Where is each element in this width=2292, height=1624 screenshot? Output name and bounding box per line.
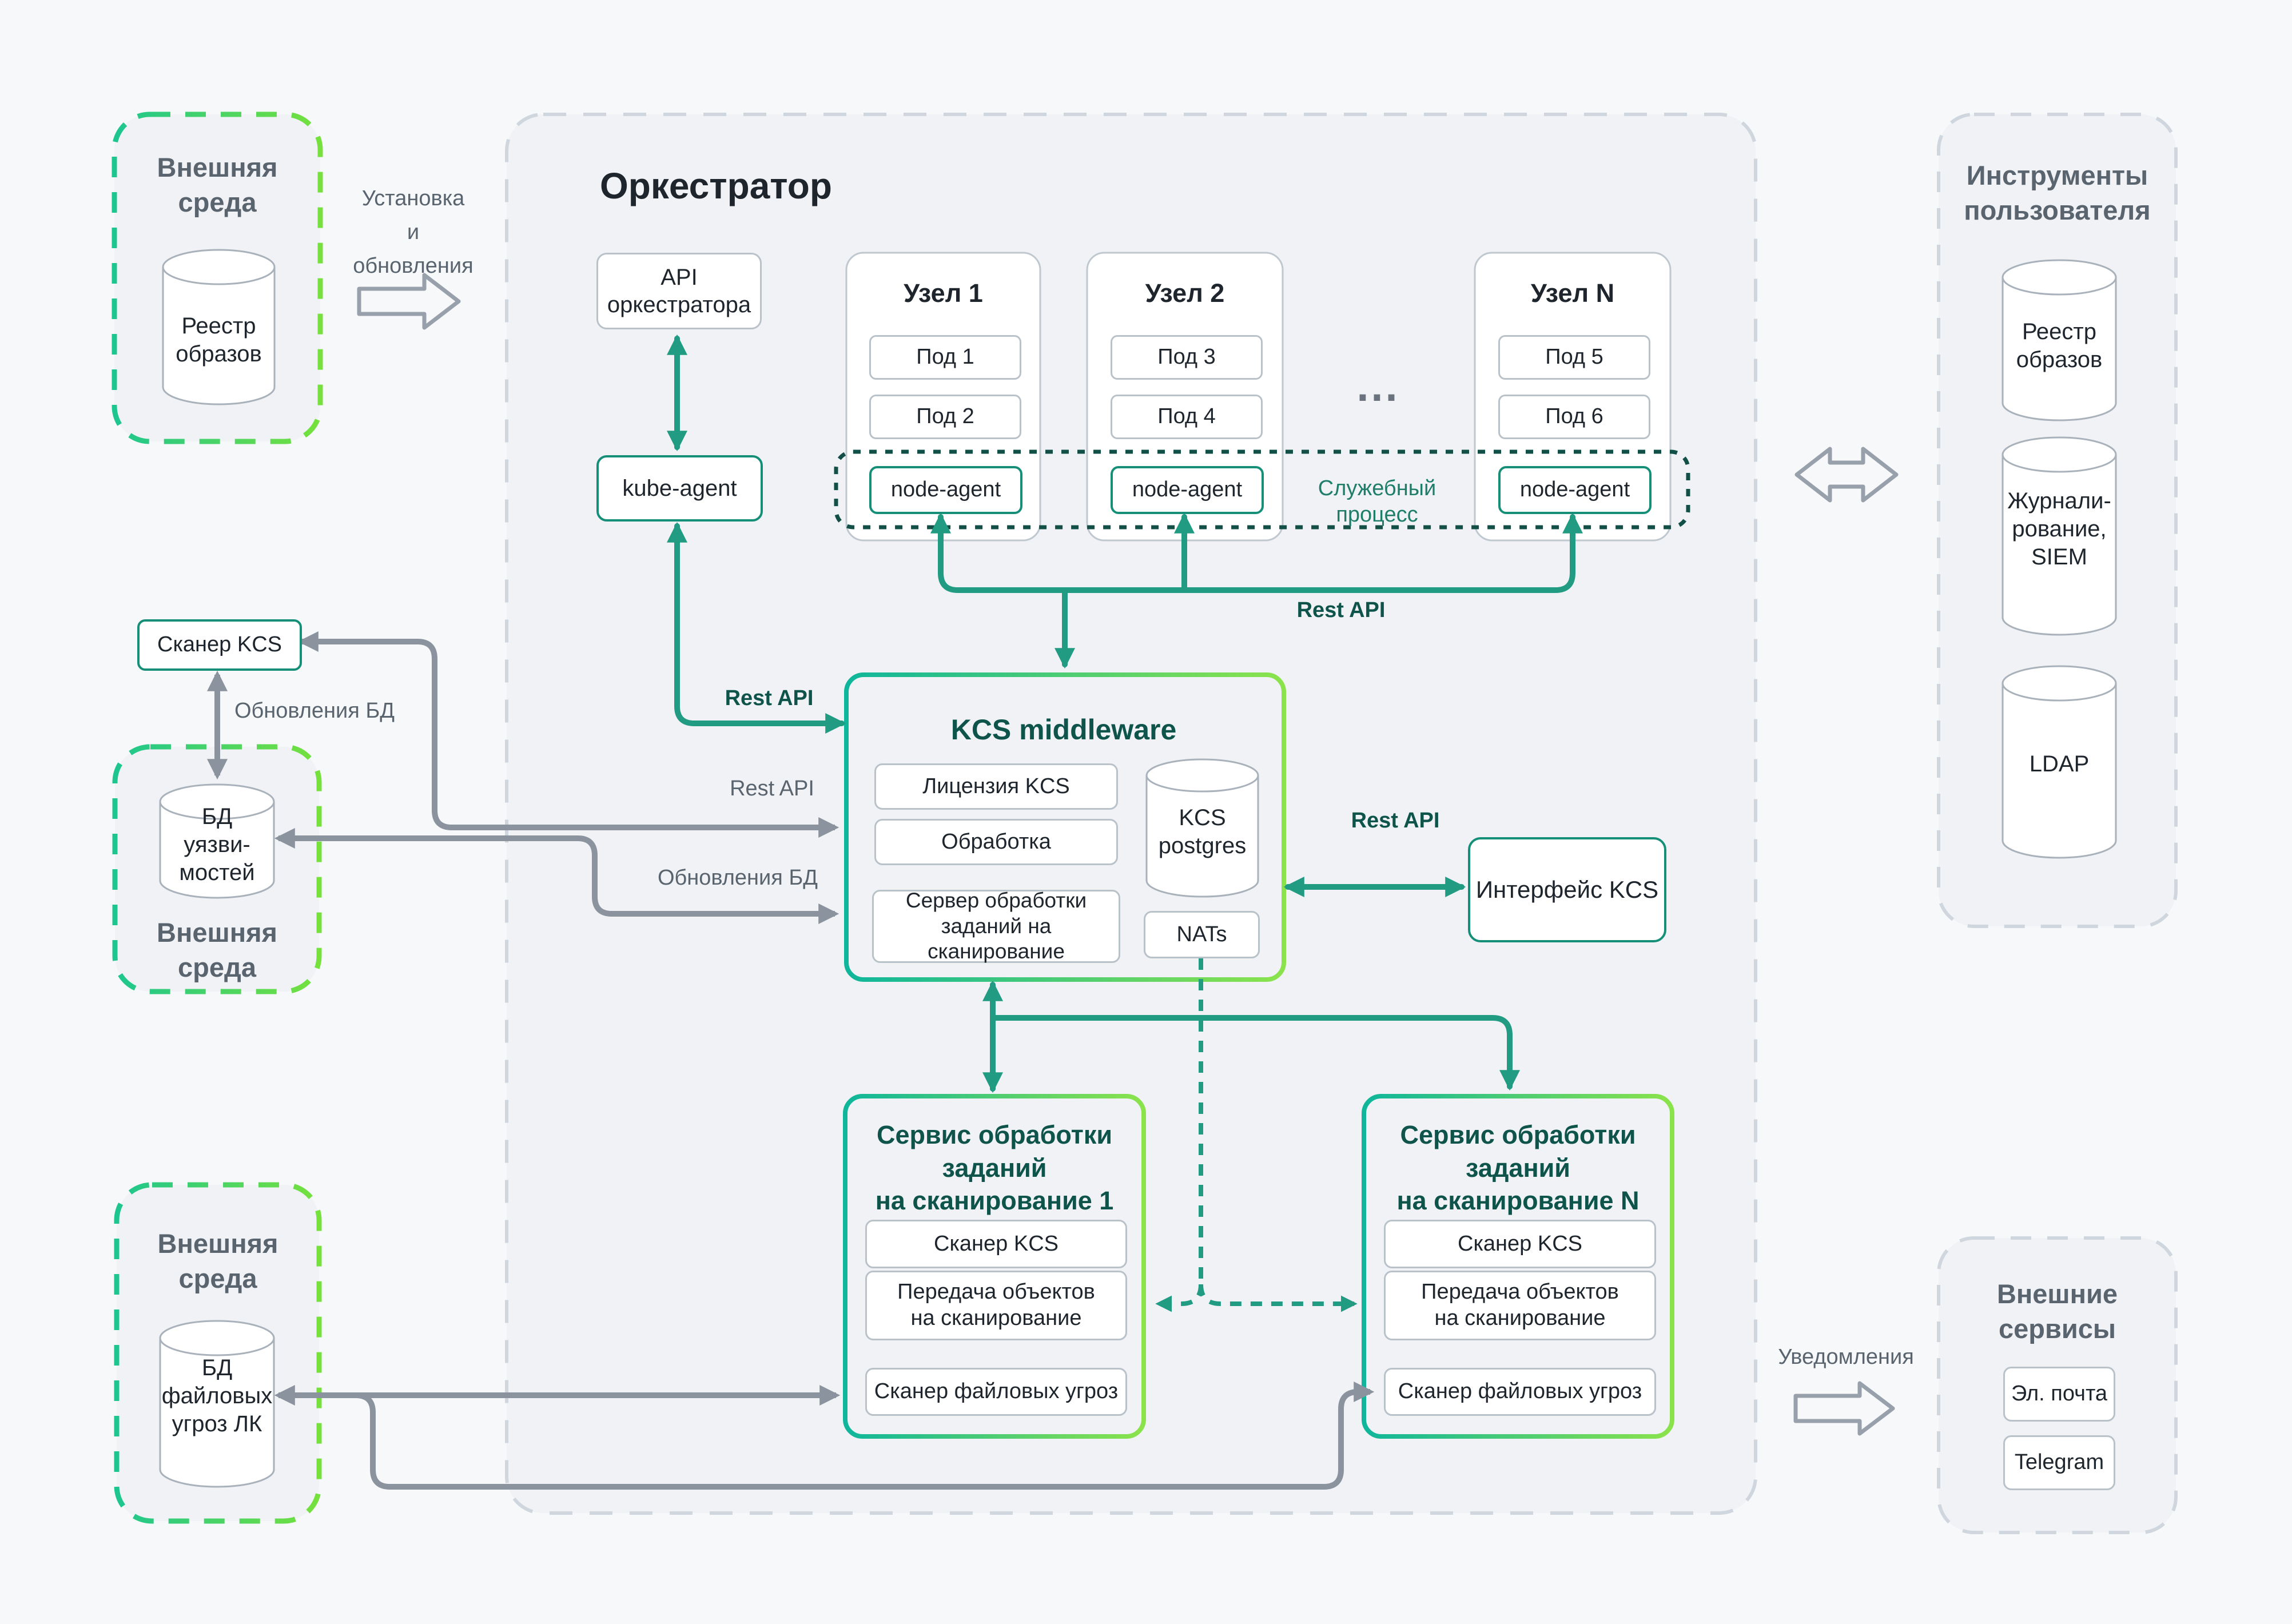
db-updates-scanner-label: Обновления БД [234, 699, 395, 723]
external-services-title: Внешние сервисы [1996, 1279, 2118, 1344]
pod-box: Под 1 [869, 335, 1021, 380]
siem-label: Журнали- рование, SIEM [2007, 488, 2111, 570]
arrow-middleware-service-n [990, 1015, 1520, 1091]
external-env-top-title: Внешняя среда [157, 152, 278, 218]
install-arrow-label: Установка и обновления [353, 186, 473, 278]
scan-service-1-title: Сервис обработки заданий на сканирование… [875, 1120, 1114, 1216]
middleware-license-box: Лицензия KCS [874, 763, 1118, 810]
service-process-label: Служебный процесс [1318, 476, 1437, 527]
user-tools-title: Инструменты пользователя [1964, 160, 2151, 226]
nodes-ellipsis: ... [1356, 362, 1400, 411]
node-agent-box: node-agent [1111, 466, 1264, 514]
install-block-arrow [357, 273, 461, 330]
db-updates-middleware-label: Обновления БД [657, 866, 818, 890]
pod-box: Под 6 [1498, 395, 1650, 439]
email-box: Эл. почта [2003, 1367, 2115, 1422]
nats-box: NATs [1144, 911, 1260, 958]
rest-api-scanner-label: Rest API [730, 777, 814, 801]
telegram-box: Telegram [2003, 1435, 2115, 1490]
scan-service-n-scanner-box: Сканер KCS [1384, 1220, 1656, 1268]
registry-images-cylinder-right [2001, 259, 2117, 421]
rest-api-kube-label: Rest API [725, 686, 814, 710]
scan-service-1-file-scanner-box: Сканер файловых угроз [865, 1368, 1127, 1416]
node-agent-box: node-agent [869, 466, 1022, 514]
scan-service-n-transfer-box: Передача объектов на сканирование [1384, 1271, 1656, 1340]
rest-api-nodes-label: Rest API [1296, 598, 1386, 622]
dashed-nats-service-n [1199, 1284, 1358, 1312]
scan-service-n-file-scanner-box: Сканер файловых угроз [1384, 1368, 1656, 1416]
orchestrator-tools-double-arrow [1794, 447, 1899, 503]
kcs-scanner-box: Сканер KCS [137, 619, 302, 671]
node-1-title: Узел 1 [904, 278, 983, 308]
middleware-title: KCS middleware [950, 714, 1177, 746]
service-process-frame [834, 449, 1690, 530]
kcs-postgres-label: KCS postgres [1158, 805, 1247, 858]
middleware-scan-server-box: Сервер обработки заданий на сканирование [872, 889, 1120, 963]
pod-box: Под 5 [1498, 335, 1650, 380]
pod-box: Под 3 [1111, 335, 1263, 380]
middleware-processing-box: Обработка [874, 819, 1118, 865]
node-n-title: Узел N [1530, 278, 1615, 308]
file-threats-db-cylinder [159, 1320, 275, 1488]
scan-service-n-title: Сервис обработки заданий на сканирование… [1396, 1120, 1640, 1216]
vulnerability-db-label: БД уязви- мостей [179, 804, 255, 885]
kcs-interface-box: Интерфейс KCS [1468, 837, 1666, 942]
scan-service-1-transfer-box: Передача объектов на сканирование [865, 1271, 1127, 1340]
notifications-block-arrow [1793, 1381, 1895, 1436]
arrow-filedb-service-n [355, 1382, 1375, 1490]
arrow-vulndb-middleware [274, 828, 839, 924]
arrow-node-agents-trunk [930, 512, 1583, 593]
orchestrator-title: Оркестратор [600, 165, 832, 206]
external-env-bottom-title: Внешняя среда [157, 1228, 278, 1294]
notifications-label: Уведомления [1778, 1345, 1914, 1369]
arrow-scanner-middleware [297, 631, 839, 838]
vulnerability-db-cylinder [159, 783, 275, 899]
kcs-postgres-cylinder [1145, 758, 1259, 898]
siem-cylinder [2001, 436, 2117, 636]
node-agent-box: node-agent [1498, 466, 1652, 514]
registry-images-cylinder-left [162, 249, 276, 405]
node-2-title: Узел 2 [1145, 278, 1225, 308]
registry-images-right-label: Реестр образов [2016, 319, 2103, 372]
external-env-middle-title: Внешняя среда [157, 917, 277, 983]
registry-images-left-label: Реестр образов [176, 313, 262, 367]
kube-agent-box: kube-agent [596, 455, 763, 522]
ldap-cylinder [2001, 665, 2117, 859]
pod-box: Под 2 [869, 395, 1021, 439]
ldap-label: LDAP [2029, 751, 2090, 777]
file-threats-db-label: БД файловых угроз ЛК [161, 1355, 273, 1436]
orchestrator-api-box: API оркестратора [596, 253, 762, 329]
rest-api-interface-label: Rest API [1351, 809, 1440, 833]
pod-box: Под 4 [1111, 395, 1263, 439]
scan-service-1-scanner-box: Сканер KCS [865, 1220, 1127, 1268]
